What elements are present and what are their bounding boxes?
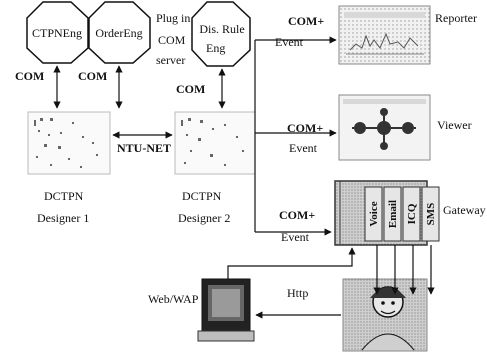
ntu-net-arrow: NTU-NET xyxy=(113,135,172,155)
gateway-box: Voice Email ICQ SMS xyxy=(335,181,439,245)
com-right-label: COM xyxy=(176,82,205,96)
email-label: Email xyxy=(387,200,399,228)
designer2-screenshot xyxy=(175,112,255,174)
designer2-label-line2: Designer 2 xyxy=(178,211,230,225)
sms-label: SMS xyxy=(425,203,437,226)
designer1-screenshot xyxy=(28,112,110,174)
http-arrow: Http xyxy=(256,286,341,315)
icq-label: ICQ xyxy=(406,203,418,224)
viewer-screenshot xyxy=(339,95,430,160)
dis-rule-eng-node: Dis. Rule Eng xyxy=(192,2,250,66)
plug-in-line3: server xyxy=(156,53,185,67)
reporter-event-label-line2: Event xyxy=(275,35,304,49)
viewer-event-label-line2: Event xyxy=(289,141,318,155)
ctpn-eng-label: CTPNEng xyxy=(32,26,82,40)
viewer-event-label-line1: COM+ xyxy=(287,121,323,135)
reporter-screenshot xyxy=(339,6,430,64)
user-figure xyxy=(343,279,427,351)
plug-in-line2: COM xyxy=(158,33,186,47)
ntu-net-label: NTU-NET xyxy=(117,141,171,155)
gateway-event-label-line1: COM+ xyxy=(279,208,315,222)
plug-in-line1: Plug in xyxy=(156,11,190,25)
com-middle-label: COM xyxy=(78,69,107,83)
web-wap-device xyxy=(198,279,254,341)
designer2-label-line1: DCTPN xyxy=(182,189,222,203)
dis-rule-eng-label-line2: Eng xyxy=(206,41,225,55)
voice-label: Voice xyxy=(368,201,380,226)
com-arrow-right: COM xyxy=(176,69,222,108)
reporter-label: Reporter xyxy=(435,11,477,25)
gateway-event-label-line2: Event xyxy=(281,230,310,244)
plug-in-com-server-label: Plug in COM server xyxy=(156,11,190,67)
gateway-label: Gateway xyxy=(443,203,486,217)
reporter-event-label-line1: COM+ xyxy=(288,14,324,28)
com-left-label: COM xyxy=(15,69,44,83)
order-eng-node: OrderEng xyxy=(89,2,150,63)
http-label: Http xyxy=(287,286,308,300)
designer1-label-line1: DCTPN xyxy=(44,189,84,203)
designer1-label-line2: Designer 1 xyxy=(37,211,89,225)
com-arrow-left: COM xyxy=(15,66,57,108)
web-wap-to-gateway xyxy=(228,248,352,279)
com-arrow-middle: COM xyxy=(78,66,119,108)
dis-rule-eng-label-line1: Dis. Rule xyxy=(199,22,244,36)
order-eng-label: OrderEng xyxy=(95,26,142,40)
web-wap-label: Web/WAP xyxy=(148,292,199,306)
ctpn-eng-node: CTPNEng xyxy=(27,2,88,63)
viewer-label: Viewer xyxy=(437,118,472,132)
event-trunk xyxy=(255,40,336,232)
